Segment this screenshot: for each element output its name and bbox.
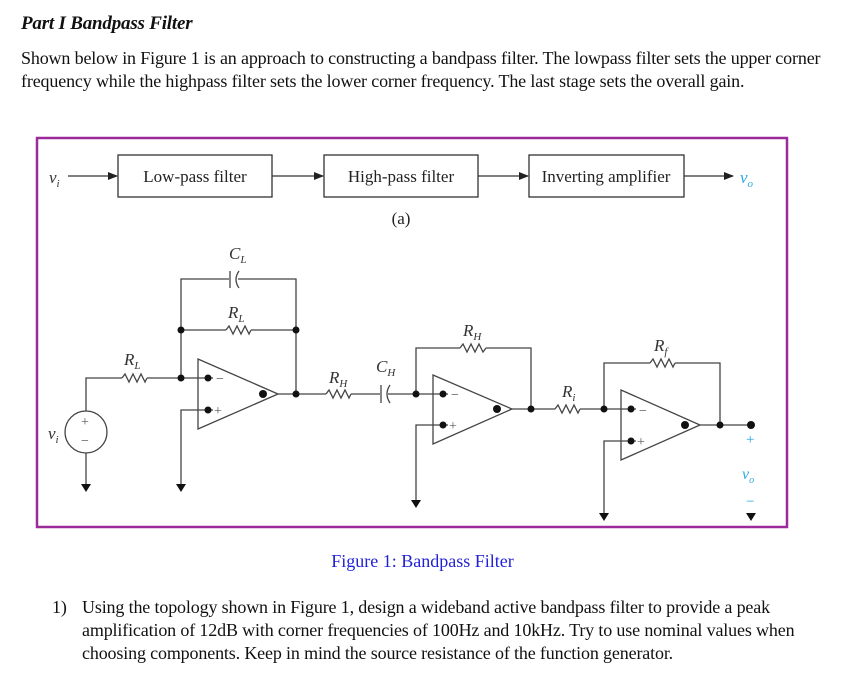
hpf-opamp-minus: −: [451, 388, 459, 403]
block-highpass-label: High-pass filter: [348, 167, 455, 186]
hpf-input-capacitor-curve: [386, 384, 391, 404]
hpf-feedback-resistor: [459, 342, 487, 354]
amp-opamp-minus: −: [639, 404, 647, 419]
figure-caption: Figure 1: Bandpass Filter: [331, 551, 514, 571]
amp-feedback-resistor-label: Rf: [653, 336, 669, 358]
schematic-wires: [64, 270, 751, 513]
hpf-feedback-resistor-label: RH: [462, 321, 482, 343]
amp-input-resistor-label: Ri: [561, 382, 575, 404]
block-diagram-sublabel: (a): [392, 209, 411, 228]
lowpass-opamp: [197, 358, 280, 430]
lpf-opamp-plus: +: [214, 404, 222, 419]
amp-feedback-resistor: [649, 357, 676, 369]
hpf-input-resistor-label: RH: [328, 368, 348, 390]
hpf-input-resistor: [325, 388, 352, 400]
question-text: Using the topology shown in Figure 1, de…: [82, 597, 795, 663]
lpf-input-resistor-label: RL: [123, 350, 141, 372]
amplifier-opamp: [620, 389, 702, 461]
source-plus: +: [81, 415, 89, 430]
block-input-label: vi: [49, 168, 60, 190]
source-minus: −: [81, 434, 89, 449]
ground-symbols: [81, 484, 756, 521]
source-label: vi: [48, 424, 59, 446]
hpf-input-capacitor-label: CH: [376, 357, 396, 379]
junction-dots: [177, 326, 755, 445]
lpf-feedback-resistor: [225, 324, 252, 336]
block-lowpass-label: Low-pass filter: [143, 167, 247, 186]
lpf-feedback-capacitor-label: CL: [229, 244, 246, 266]
ground-icon: [599, 513, 609, 521]
output-minus: −: [746, 494, 754, 510]
lpf-feedback-capacitor-curve: [235, 270, 240, 289]
lpf-opamp-minus: −: [216, 372, 224, 387]
ground-icon: [746, 513, 756, 521]
question-number: 1): [52, 597, 67, 617]
output-plus: +: [746, 432, 754, 448]
ground-icon: [176, 484, 186, 492]
ground-icon: [411, 500, 421, 508]
section-heading: Part I Bandpass Filter: [21, 13, 193, 34]
figure-frame: [35, 136, 789, 529]
ground-icon: [81, 484, 91, 492]
lpf-feedback-resistor-label: RL: [227, 303, 245, 325]
lpf-input-resistor: [121, 372, 148, 384]
intro-paragraph: Shown below in Figure 1 is an approach t…: [21, 48, 821, 91]
block-inverting-amp-label: Inverting amplifier: [542, 167, 671, 186]
block-output-label: vo: [740, 168, 754, 190]
output-label: vo: [742, 466, 754, 486]
highpass-opamp: [432, 374, 514, 445]
block-diagram: vi vo: [49, 154, 754, 198]
amp-input-resistor: [554, 403, 581, 415]
hpf-opamp-plus: +: [449, 419, 457, 434]
amp-opamp-plus: +: [637, 435, 645, 450]
